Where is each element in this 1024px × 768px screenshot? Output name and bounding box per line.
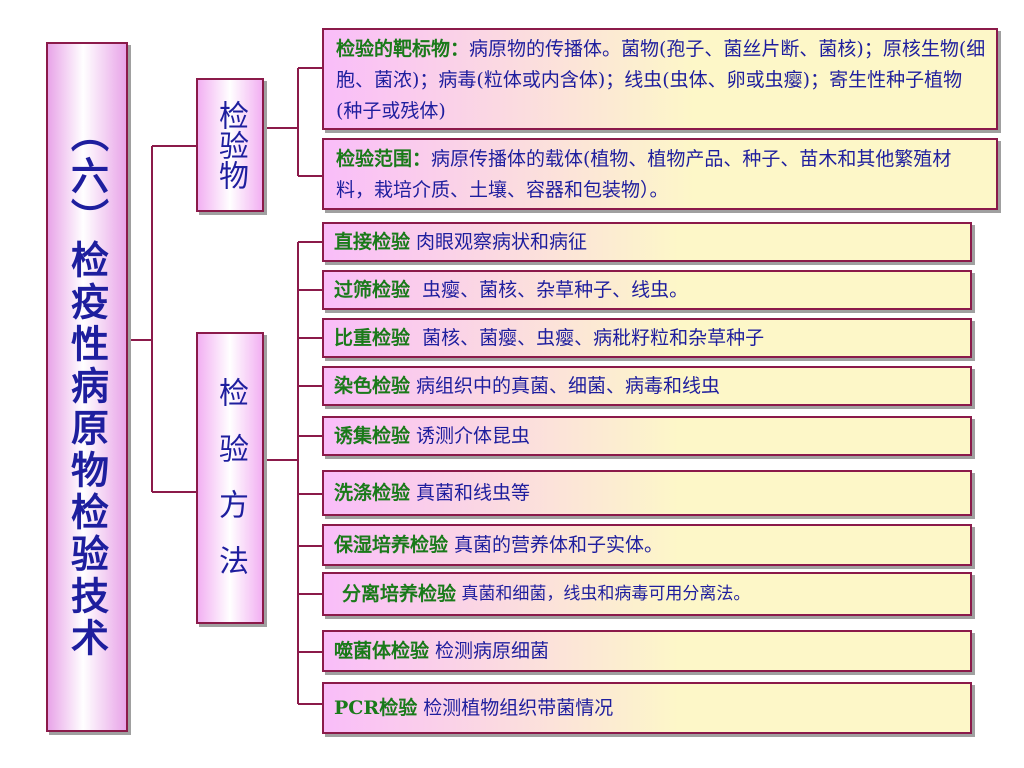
- method-item-keyword: 洗涤检验: [334, 481, 411, 504]
- method-item-text: 检测病原细菌: [429, 639, 550, 662]
- method-item-text: 肉眼观察病状和病征: [410, 230, 588, 253]
- method-item-text: 真菌的营养体和子实体。: [448, 533, 664, 556]
- method-item-text: 真菌和线虫等: [410, 481, 531, 504]
- method-item-keyword: 分离培养检验: [342, 582, 457, 605]
- method-item-keyword: 保湿培养检验: [334, 533, 449, 556]
- category-object-label: 检验物: [213, 100, 248, 190]
- method-item-keyword: 直接检验: [334, 230, 411, 253]
- method-item-text: 检测植物组织带菌情况: [417, 696, 614, 719]
- object-item-target: 检验的靶标物：病原物的传播体。菌物(孢子、菌丝片断、菌核)；原核生物(细胞、菌浓…: [322, 28, 998, 130]
- page-title: （六）检疫性病原物检验技术: [64, 114, 110, 660]
- method-item-keyword: 比重检验: [334, 326, 411, 349]
- category-method-label: 检验方法: [213, 377, 248, 601]
- category-method-box: 检验方法: [196, 332, 264, 624]
- method-item-text: 虫瘿、菌核、杂草种子、线虫。: [410, 278, 689, 301]
- method-item-pcr: PCR检验 检测植物组织带菌情况: [322, 682, 972, 734]
- method-item-stain: 染色检验 病组织中的真菌、细菌、病毒和线虫: [322, 366, 972, 406]
- method-item-keyword: 噬菌体检验: [334, 639, 430, 662]
- method-item-text: 诱测介体昆虫: [410, 424, 531, 447]
- method-item-wash: 洗涤检验 真菌和线虫等: [322, 470, 972, 516]
- object-item-scope: 检验范围：病原传播体的载体(植物、植物产品、种子、苗木和其他繁殖材料，栽培介质、…: [322, 138, 998, 210]
- object-item-keyword: 检验的靶标物：: [336, 38, 470, 60]
- method-item-gravity: 比重检验 菌核、菌瘿、虫瘿、病秕籽粒和杂草种子: [322, 318, 972, 358]
- object-item-keyword: 检验范围：: [336, 148, 432, 170]
- category-object-box: 检验物: [196, 78, 264, 212]
- method-item-sieve: 过筛检验 虫瘿、菌核、杂草种子、线虫。: [322, 270, 972, 310]
- method-item-keyword: 诱集检验: [334, 424, 411, 447]
- object-item-text: 病原传播体的载体(植物、植物产品、种子、苗木和其他繁殖材料，栽培介质、土壤、容器…: [336, 148, 952, 201]
- method-item-moist-culture: 保湿培养检验 真菌的营养体和子实体。: [322, 524, 972, 566]
- object-item-text: 病原物的传播体。菌物(孢子、菌丝片断、菌核)；原核生物(细胞、菌浓)；病毒(粒体…: [336, 38, 986, 122]
- title-box: （六）检疫性病原物检验技术: [46, 42, 128, 732]
- method-item-keyword: 过筛检验: [334, 278, 411, 301]
- method-item-keyword: PCR检验: [334, 696, 418, 719]
- method-item-text: 真菌和细菌，线虫和病毒可用分离法。: [456, 583, 751, 604]
- method-item-keyword: 染色检验: [334, 374, 411, 397]
- method-item-text: 病组织中的真菌、细菌、病毒和线虫: [410, 374, 721, 397]
- method-item-direct: 直接检验 肉眼观察病状和病征: [322, 222, 972, 262]
- method-item-text: 菌核、菌瘿、虫瘿、病秕籽粒和杂草种子: [410, 326, 765, 349]
- method-item-isolation-culture: 分离培养检验 真菌和细菌，线虫和病毒可用分离法。: [322, 572, 972, 616]
- method-item-trap: 诱集检验 诱测介体昆虫: [322, 416, 972, 456]
- method-item-phage: 噬菌体检验 检测病原细菌: [322, 630, 972, 672]
